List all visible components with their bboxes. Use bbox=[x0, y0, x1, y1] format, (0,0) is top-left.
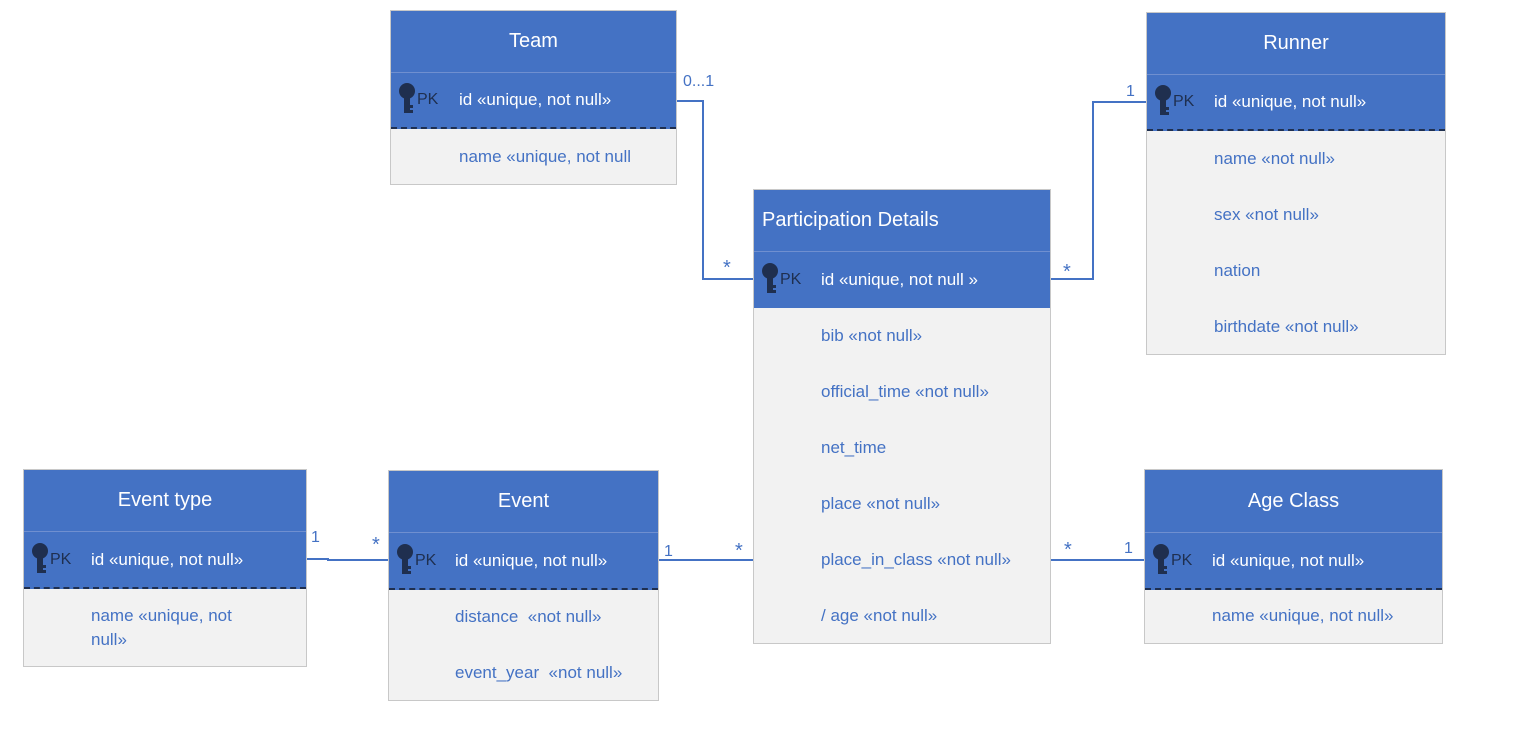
multiplicity-participation-runner: * bbox=[1063, 261, 1071, 283]
multiplicity-participation-team: * bbox=[723, 257, 731, 279]
multiplicity-team: 0...1 bbox=[683, 73, 715, 90]
eventtype-event-link bbox=[306, 558, 388, 561]
entity-event[interactable]: Event PK id «unique, not null» distance … bbox=[388, 470, 659, 701]
key-icon bbox=[399, 83, 415, 113]
multiplicity-event-eventtype: * bbox=[372, 534, 380, 556]
multiplicity-participation-ageclass: * bbox=[1064, 539, 1072, 561]
pk-attribute: id «unique, not null » bbox=[821, 270, 978, 289]
entity-participation-details[interactable]: Participation Details PK id «unique, not… bbox=[753, 189, 1051, 644]
attribute: event_year «not null» bbox=[455, 663, 623, 682]
attribute: name «unique, not null» bbox=[1212, 606, 1394, 625]
primary-key-row: PK id «unique, not null » bbox=[754, 252, 1050, 308]
attribute: bib «not null» bbox=[821, 326, 923, 345]
key-icon bbox=[32, 542, 48, 573]
pk-attribute: id «unique, not null» bbox=[1212, 550, 1365, 570]
pk-label: PK bbox=[415, 551, 437, 569]
multiplicity-event-type: 1 bbox=[311, 529, 320, 546]
entity-title: Event type bbox=[24, 470, 306, 532]
attribute: name «unique, not null» bbox=[91, 606, 232, 649]
pk-label: PK bbox=[1171, 551, 1193, 569]
attribute: name «unique, not null bbox=[459, 147, 632, 166]
primary-key-row: PK id «unique, not null» bbox=[391, 73, 676, 129]
key-icon bbox=[1153, 543, 1169, 574]
runner-participation-link bbox=[1051, 101, 1146, 280]
entity-age-class[interactable]: Age Class PK id «unique, not null» name … bbox=[1144, 469, 1443, 644]
attribute: sex «not null» bbox=[1214, 205, 1319, 224]
entity-title: Event bbox=[389, 471, 658, 533]
pk-label: PK bbox=[50, 550, 72, 568]
entity-runner[interactable]: Runner PK id «unique, not null» name «no… bbox=[1146, 12, 1446, 355]
team-participation-link bbox=[677, 100, 753, 280]
key-icon bbox=[762, 263, 778, 293]
entity-title: Runner bbox=[1147, 13, 1445, 75]
attribute: distance «not null» bbox=[455, 607, 602, 626]
attribute: official_time «not null» bbox=[821, 382, 989, 401]
multiplicity-runner: 1 bbox=[1126, 83, 1135, 100]
attribute: birthdate «not null» bbox=[1214, 317, 1359, 336]
pk-attribute: id «unique, not null» bbox=[455, 550, 608, 570]
pk-attribute: id «unique, not null» bbox=[91, 549, 244, 569]
attribute: / age «not null» bbox=[821, 606, 938, 625]
pk-attribute: id «unique, not null» bbox=[459, 90, 612, 109]
pk-attribute: id «unique, not null» bbox=[1214, 92, 1367, 111]
primary-key-row: PK id «unique, not null» bbox=[389, 533, 658, 590]
key-icon bbox=[397, 543, 413, 574]
key-icon bbox=[1155, 85, 1171, 115]
attribute: place_in_class «not null» bbox=[821, 550, 1011, 569]
multiplicity-age-class: 1 bbox=[1124, 540, 1133, 557]
primary-key-row: PK id «unique, not null» bbox=[1145, 533, 1442, 590]
pk-label: PK bbox=[780, 271, 802, 288]
primary-key-row: PK id «unique, not null» bbox=[24, 532, 306, 589]
entity-event-type[interactable]: Event type PK id «unique, not null» name… bbox=[23, 469, 307, 667]
entity-title: Team bbox=[391, 11, 676, 73]
pk-label: PK bbox=[1173, 93, 1195, 110]
entity-title: Participation Details bbox=[754, 190, 1050, 252]
entity-team[interactable]: Team PK id «unique, not null» name «uniq… bbox=[390, 10, 677, 185]
pk-label: PK bbox=[417, 91, 439, 108]
primary-key-row: PK id «unique, not null» bbox=[1147, 75, 1445, 131]
attribute: place «not null» bbox=[821, 494, 941, 513]
multiplicity-participation-event: * bbox=[735, 540, 743, 562]
multiplicity-event: 1 bbox=[664, 543, 673, 560]
attribute: net_time bbox=[821, 438, 887, 457]
attribute: nation bbox=[1214, 261, 1261, 280]
attribute: name «not null» bbox=[1214, 149, 1335, 168]
entity-title: Age Class bbox=[1145, 470, 1442, 533]
